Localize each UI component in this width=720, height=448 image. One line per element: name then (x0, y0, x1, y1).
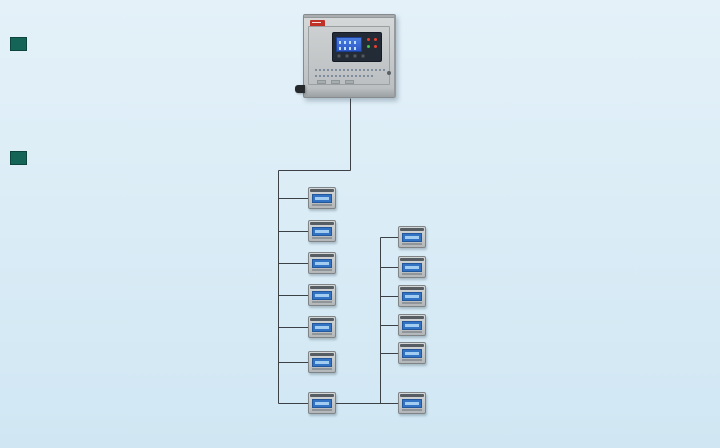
controller-top-cap (304, 15, 394, 18)
gas-detector (398, 342, 426, 364)
detector-top-cap (310, 222, 334, 225)
detector-display (402, 233, 422, 242)
detector-display (312, 259, 332, 268)
panel-switch (317, 80, 326, 84)
detector-display (312, 323, 332, 332)
door-lock (387, 71, 391, 75)
detector-display-window (315, 262, 329, 265)
detector-top-cap (310, 286, 334, 289)
gas-detector (308, 252, 336, 274)
detector-display (312, 291, 332, 300)
panel-button (337, 54, 341, 58)
detector-top-cap (400, 228, 424, 231)
detector-base (312, 301, 332, 303)
gas-detector (308, 316, 336, 338)
detector-display-window (315, 326, 329, 329)
detector-top-cap (310, 394, 334, 397)
detector-base (312, 368, 332, 370)
gas-detector (308, 284, 336, 306)
detector-top-cap (310, 353, 334, 356)
detector-top-cap (310, 254, 334, 257)
power-led (367, 45, 370, 48)
edge-marker-top (10, 37, 27, 51)
alarm-led (367, 38, 370, 41)
detector-display-window (405, 236, 419, 239)
panel-switch (345, 80, 354, 84)
fault-led (374, 38, 377, 41)
gas-alarm-controller (295, 14, 396, 98)
controller-front-panel (308, 26, 390, 85)
alarm-led (374, 45, 377, 48)
detector-display (312, 227, 332, 236)
detector-display (402, 263, 422, 272)
detector-base (312, 269, 332, 271)
status-led-indicators (367, 38, 379, 50)
detector-top-cap (400, 394, 424, 397)
edge-marker-bottom (10, 151, 27, 165)
lcd-screen (336, 37, 362, 52)
detector-top-cap (400, 287, 424, 290)
panel-switches (317, 80, 354, 84)
panel-button (345, 54, 349, 58)
detector-base (402, 302, 422, 304)
detector-display-window (405, 402, 419, 405)
detector-top-cap (310, 189, 334, 192)
detector-display (402, 321, 422, 330)
detector-display-window (405, 266, 419, 269)
gas-detector (308, 187, 336, 209)
gas-detector (398, 314, 426, 336)
detector-top-cap (400, 316, 424, 319)
detector-base (312, 204, 332, 206)
detector-display-window (315, 197, 329, 200)
detector-base (312, 237, 332, 239)
panel-button (353, 54, 357, 58)
brand-logo (310, 20, 325, 27)
detector-display-window (315, 230, 329, 233)
detector-display-window (405, 352, 419, 355)
detector-display (402, 292, 422, 301)
gas-detector (398, 285, 426, 307)
gas-detector (398, 256, 426, 278)
panel-text-line (315, 75, 373, 77)
panel-button (361, 54, 365, 58)
detector-display (312, 399, 332, 408)
detector-display (402, 399, 422, 408)
display-buttons (337, 54, 365, 58)
cabinet-shading (304, 88, 394, 97)
gas-detector (308, 392, 336, 414)
detector-display-window (405, 295, 419, 298)
detector-base (312, 333, 332, 335)
gas-detector (308, 351, 336, 373)
gas-detector (398, 392, 426, 414)
controller-display-module (332, 32, 382, 62)
detector-display-window (315, 402, 329, 405)
detector-top-cap (310, 318, 334, 321)
detector-display (402, 349, 422, 358)
detector-top-cap (400, 344, 424, 347)
detector-base (402, 273, 422, 275)
detector-base (402, 409, 422, 411)
detector-display-window (315, 294, 329, 297)
detector-base (312, 409, 332, 411)
detector-base (402, 331, 422, 333)
panel-switch (331, 80, 340, 84)
detector-base (402, 359, 422, 361)
detector-display (312, 358, 332, 367)
gas-detector (308, 220, 336, 242)
detector-display-window (405, 324, 419, 327)
side-sounder (295, 85, 305, 93)
gas-detector (398, 226, 426, 248)
detector-base (402, 243, 422, 245)
detector-display-window (315, 361, 329, 364)
detector-top-cap (400, 258, 424, 261)
detector-display (312, 194, 332, 203)
panel-text-line (315, 69, 387, 71)
